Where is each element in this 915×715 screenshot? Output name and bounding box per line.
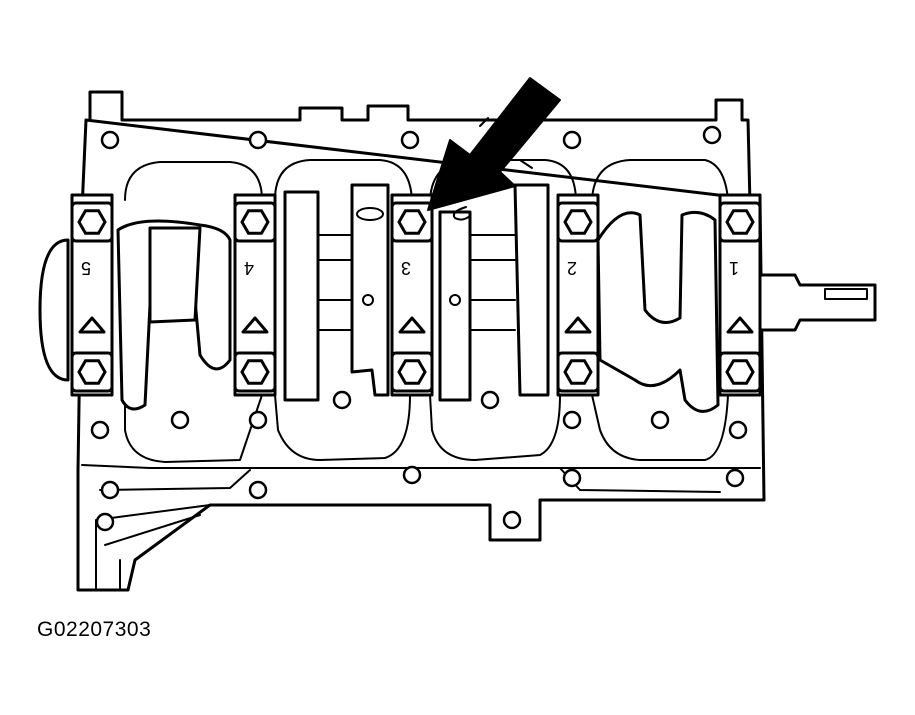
oil-hole-oval-b bbox=[452, 206, 471, 221]
cap-bolt-icon bbox=[390, 351, 434, 393]
upper-pocket-1 bbox=[124, 161, 263, 201]
crank-web-5 bbox=[148, 226, 202, 324]
cap-bolt-icon bbox=[233, 201, 277, 243]
cap-bolt-icon bbox=[556, 351, 600, 393]
bolt-hole bbox=[95, 512, 115, 532]
bolt-hole bbox=[502, 510, 522, 530]
cap-bolt-icon bbox=[718, 201, 762, 243]
bolt-hole bbox=[248, 410, 268, 430]
bolt-hole bbox=[480, 390, 500, 410]
bolt-hole bbox=[650, 410, 670, 430]
bolt-hole bbox=[100, 130, 120, 150]
lower-pocket-3 bbox=[429, 394, 561, 461]
cap-number-4: 4 bbox=[244, 258, 254, 278]
bolt-hole bbox=[702, 125, 722, 145]
bolt-hole bbox=[562, 410, 582, 430]
lower-pocket-4 bbox=[591, 394, 729, 461]
bolt-hole bbox=[562, 130, 582, 150]
pulley-hub bbox=[38, 238, 70, 382]
cap-bolt-icon bbox=[556, 201, 600, 243]
cap-bolt-icon bbox=[70, 201, 114, 243]
output-shaft bbox=[758, 273, 877, 332]
cap-bolt-icon bbox=[233, 351, 277, 393]
pointer-arrow-dash-1 bbox=[479, 117, 489, 127]
crank-throw-5 bbox=[116, 219, 232, 411]
bolt-hole bbox=[725, 468, 745, 488]
oil-hole-b bbox=[449, 294, 461, 306]
figure-id-label: G02207303 bbox=[37, 618, 152, 641]
oil-hole-a bbox=[362, 294, 374, 306]
bolt-hole bbox=[562, 468, 582, 488]
bolt-hole bbox=[100, 480, 120, 500]
cap-bolt-icon bbox=[718, 351, 762, 393]
cap-number-1: 1 bbox=[729, 258, 739, 278]
block-bolt-holes bbox=[90, 125, 748, 532]
cap-bolt-icon bbox=[390, 201, 434, 243]
cap-number-5: 5 bbox=[81, 258, 91, 278]
oil-hole-oval-a bbox=[356, 207, 384, 221]
bolt-hole bbox=[400, 130, 420, 150]
upper-pocket-4 bbox=[591, 159, 729, 201]
cap-bolt-icon bbox=[70, 351, 114, 393]
crank-throw-4b bbox=[350, 183, 390, 397]
bolt-hole bbox=[728, 420, 748, 440]
cap-number-2: 2 bbox=[567, 258, 577, 278]
bolt-hole bbox=[402, 465, 422, 485]
lower-pocket-1 bbox=[124, 394, 263, 463]
lower-pocket-2 bbox=[274, 394, 411, 461]
pointer-arrow bbox=[427, 77, 561, 211]
crank-throw-4 bbox=[283, 190, 320, 402]
pointer-arrow-dash-2 bbox=[519, 159, 533, 169]
bolt-hole bbox=[248, 130, 268, 150]
crank-throw-2 bbox=[513, 183, 550, 397]
bolt-hole bbox=[170, 410, 190, 430]
cap-bolts bbox=[70, 201, 762, 393]
crank-throw-1 bbox=[596, 210, 720, 413]
bolt-hole bbox=[332, 390, 352, 410]
lower-rail bbox=[81, 464, 761, 469]
upper-pocket-2 bbox=[274, 159, 413, 201]
bolt-hole bbox=[90, 420, 110, 440]
bolt-hole bbox=[248, 480, 268, 500]
journal-lines-a bbox=[317, 234, 516, 331]
shaft-keyway bbox=[824, 288, 868, 300]
cap-number-3: 3 bbox=[401, 258, 411, 278]
